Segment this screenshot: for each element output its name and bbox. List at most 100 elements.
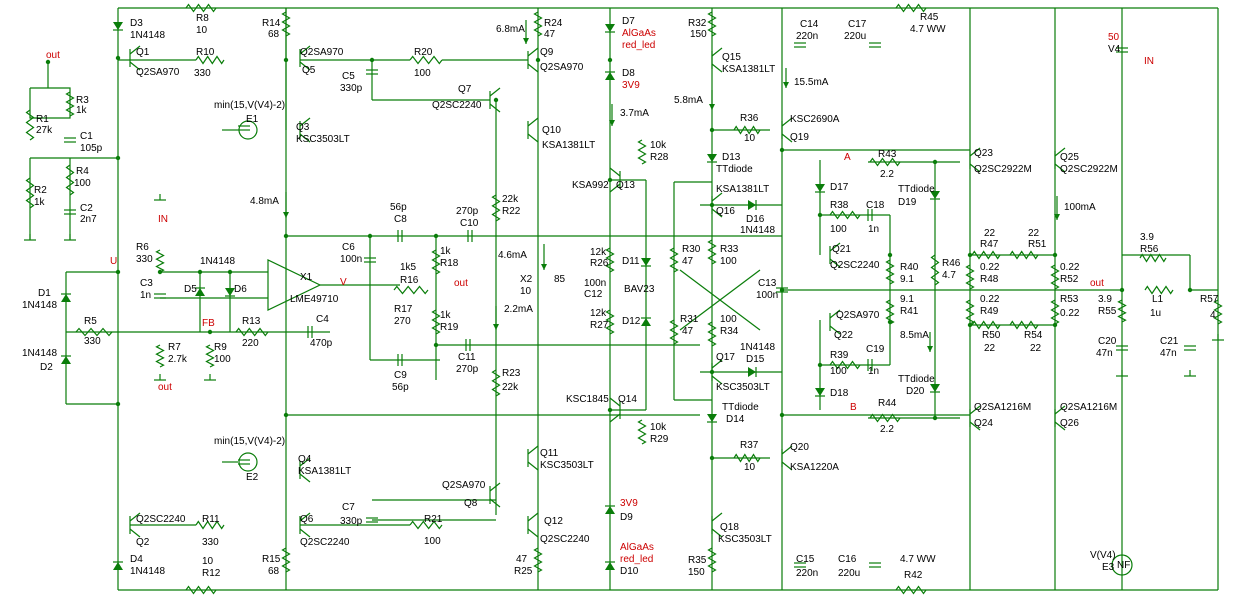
label-r42v: 4.7 WW (900, 554, 936, 565)
label-c5: C5 (342, 71, 355, 82)
label-d13: D13 (722, 152, 741, 163)
label-d1v: 1N4148 (22, 300, 57, 311)
label-r47v: 22 (984, 228, 996, 239)
label-c12: C12 (584, 289, 603, 300)
label-q23v: Q2SC2922M (974, 164, 1032, 175)
label-r6: R6 (136, 242, 149, 253)
label-r43v: 2.2 (880, 169, 894, 180)
label-r53v: 0.22 (1060, 308, 1080, 319)
label-r7v: 2.7k (168, 354, 188, 365)
label-r11: R11 (202, 514, 220, 525)
label-e1f: min(15,V(V4)-2) (214, 100, 285, 111)
label-r36: R36 (740, 113, 759, 124)
label-r38: R38 (830, 200, 849, 211)
label-d5v: 1N4148 (200, 256, 235, 267)
label-d7v2: red_led (622, 40, 655, 51)
label-r13: R13 (242, 316, 261, 327)
label-r52v: 0.22 (1060, 262, 1080, 273)
label-r4: R4 (76, 166, 89, 177)
label-c17: C17 (848, 19, 867, 30)
label-r39: R39 (830, 350, 849, 361)
label-r3: R3 (76, 95, 89, 106)
label-bav: BAV23 (624, 284, 655, 295)
label-r28v: 10k (650, 140, 667, 151)
label-c3v: 1n (140, 290, 151, 301)
label-r19v: 1k (440, 310, 452, 321)
label-r54: R54 (1024, 330, 1043, 341)
label-i37: 3.7mA (620, 108, 649, 119)
label-r10: R10 (196, 47, 215, 58)
label-c20v: 47n (1096, 348, 1113, 359)
label-c2v: 2n7 (80, 214, 97, 225)
label-q14v: KSC1845 (566, 394, 609, 405)
label-d8: D8 (622, 68, 635, 79)
label-r49v: 0.22 (980, 294, 1000, 305)
label-r23v: 22k (502, 382, 519, 393)
label-d20: D20 (906, 386, 925, 397)
label-d3v: 1N4148 (130, 30, 165, 41)
label-r20: R20 (414, 47, 433, 58)
label-r4v: 100 (74, 178, 91, 189)
label-r40: R40 (900, 262, 919, 273)
label-d9v: 3V9 (620, 498, 638, 509)
label-q14: Q14 (618, 394, 637, 405)
label-q6: Q6 (300, 514, 314, 525)
label-x1: X1 (300, 272, 313, 283)
label-r39v: 100 (830, 366, 847, 377)
label-d19v: TTdiode (898, 184, 935, 195)
label-q15: Q15 (722, 52, 741, 63)
label-q13v: KSA992 (572, 180, 609, 191)
label-r55v: 3.9 (1098, 294, 1112, 305)
label-c18v: 1n (868, 224, 879, 235)
label-q2v: Q2SC2240 (136, 514, 186, 525)
label-r29v: 10k (650, 422, 667, 433)
label-q15v: KSA1381LT (722, 64, 775, 75)
label-r52: R52 (1060, 274, 1079, 285)
label-e2: E2 (246, 472, 259, 483)
label-r1v: 27k (36, 125, 53, 136)
label-r42: R42 (904, 570, 923, 581)
label-r43: R43 (878, 149, 897, 160)
label-r14: R14 (262, 18, 281, 29)
label-r18v: 1k (440, 246, 452, 257)
label-q11v: KSC3503LT (540, 460, 594, 471)
label-q11: Q11 (540, 448, 559, 459)
label-r17v: 270 (394, 316, 411, 327)
label-r38v: 100 (830, 224, 847, 235)
label-r21v: 100 (424, 536, 441, 547)
label-q21v: Q2SC2240 (830, 260, 880, 271)
label-x1v: LME49710 (290, 294, 339, 305)
label-d15v: 1N4148 (740, 342, 775, 353)
label-q8v: Q2SA970 (442, 480, 486, 491)
label-q18: Q18 (720, 522, 739, 533)
label-r47: R47 (980, 239, 999, 250)
label-q13: Q13 (616, 180, 635, 191)
label-c7: C7 (342, 502, 355, 513)
label-q12v: Q2SC2240 (540, 534, 590, 545)
label-q9v: Q2SA970 (540, 62, 584, 73)
label-c10: C10 (460, 218, 479, 229)
label-q16v: KSA1381LT (716, 184, 769, 195)
label-d3: D3 (130, 18, 143, 29)
label-e2f: min(15,V(V4)-2) (214, 436, 285, 447)
label-c13v: 100n (756, 290, 778, 301)
label-r22: R22 (502, 206, 521, 217)
label-q25: Q25 (1060, 152, 1079, 163)
label-q25v: Q2SC2922M (1060, 164, 1118, 175)
label-u: U (110, 256, 117, 267)
label-q18v: KSC3503LT (718, 534, 772, 545)
label-e3f: V(V4) (1090, 550, 1116, 561)
label-c10v: 270p (456, 206, 479, 217)
label-r30: R30 (682, 244, 701, 255)
label-r24: R24 (544, 18, 563, 29)
label-c1: C1 (80, 131, 93, 142)
label-q9: Q9 (540, 47, 554, 58)
label-r7: R7 (168, 342, 181, 353)
label-r29: R29 (650, 434, 669, 445)
label-c8v: 56p (390, 202, 407, 213)
label-r27v: 12k (590, 308, 607, 319)
label-d7: D7 (622, 16, 635, 27)
label-q10: Q10 (542, 125, 561, 136)
label-r8v: 10 (196, 25, 208, 36)
